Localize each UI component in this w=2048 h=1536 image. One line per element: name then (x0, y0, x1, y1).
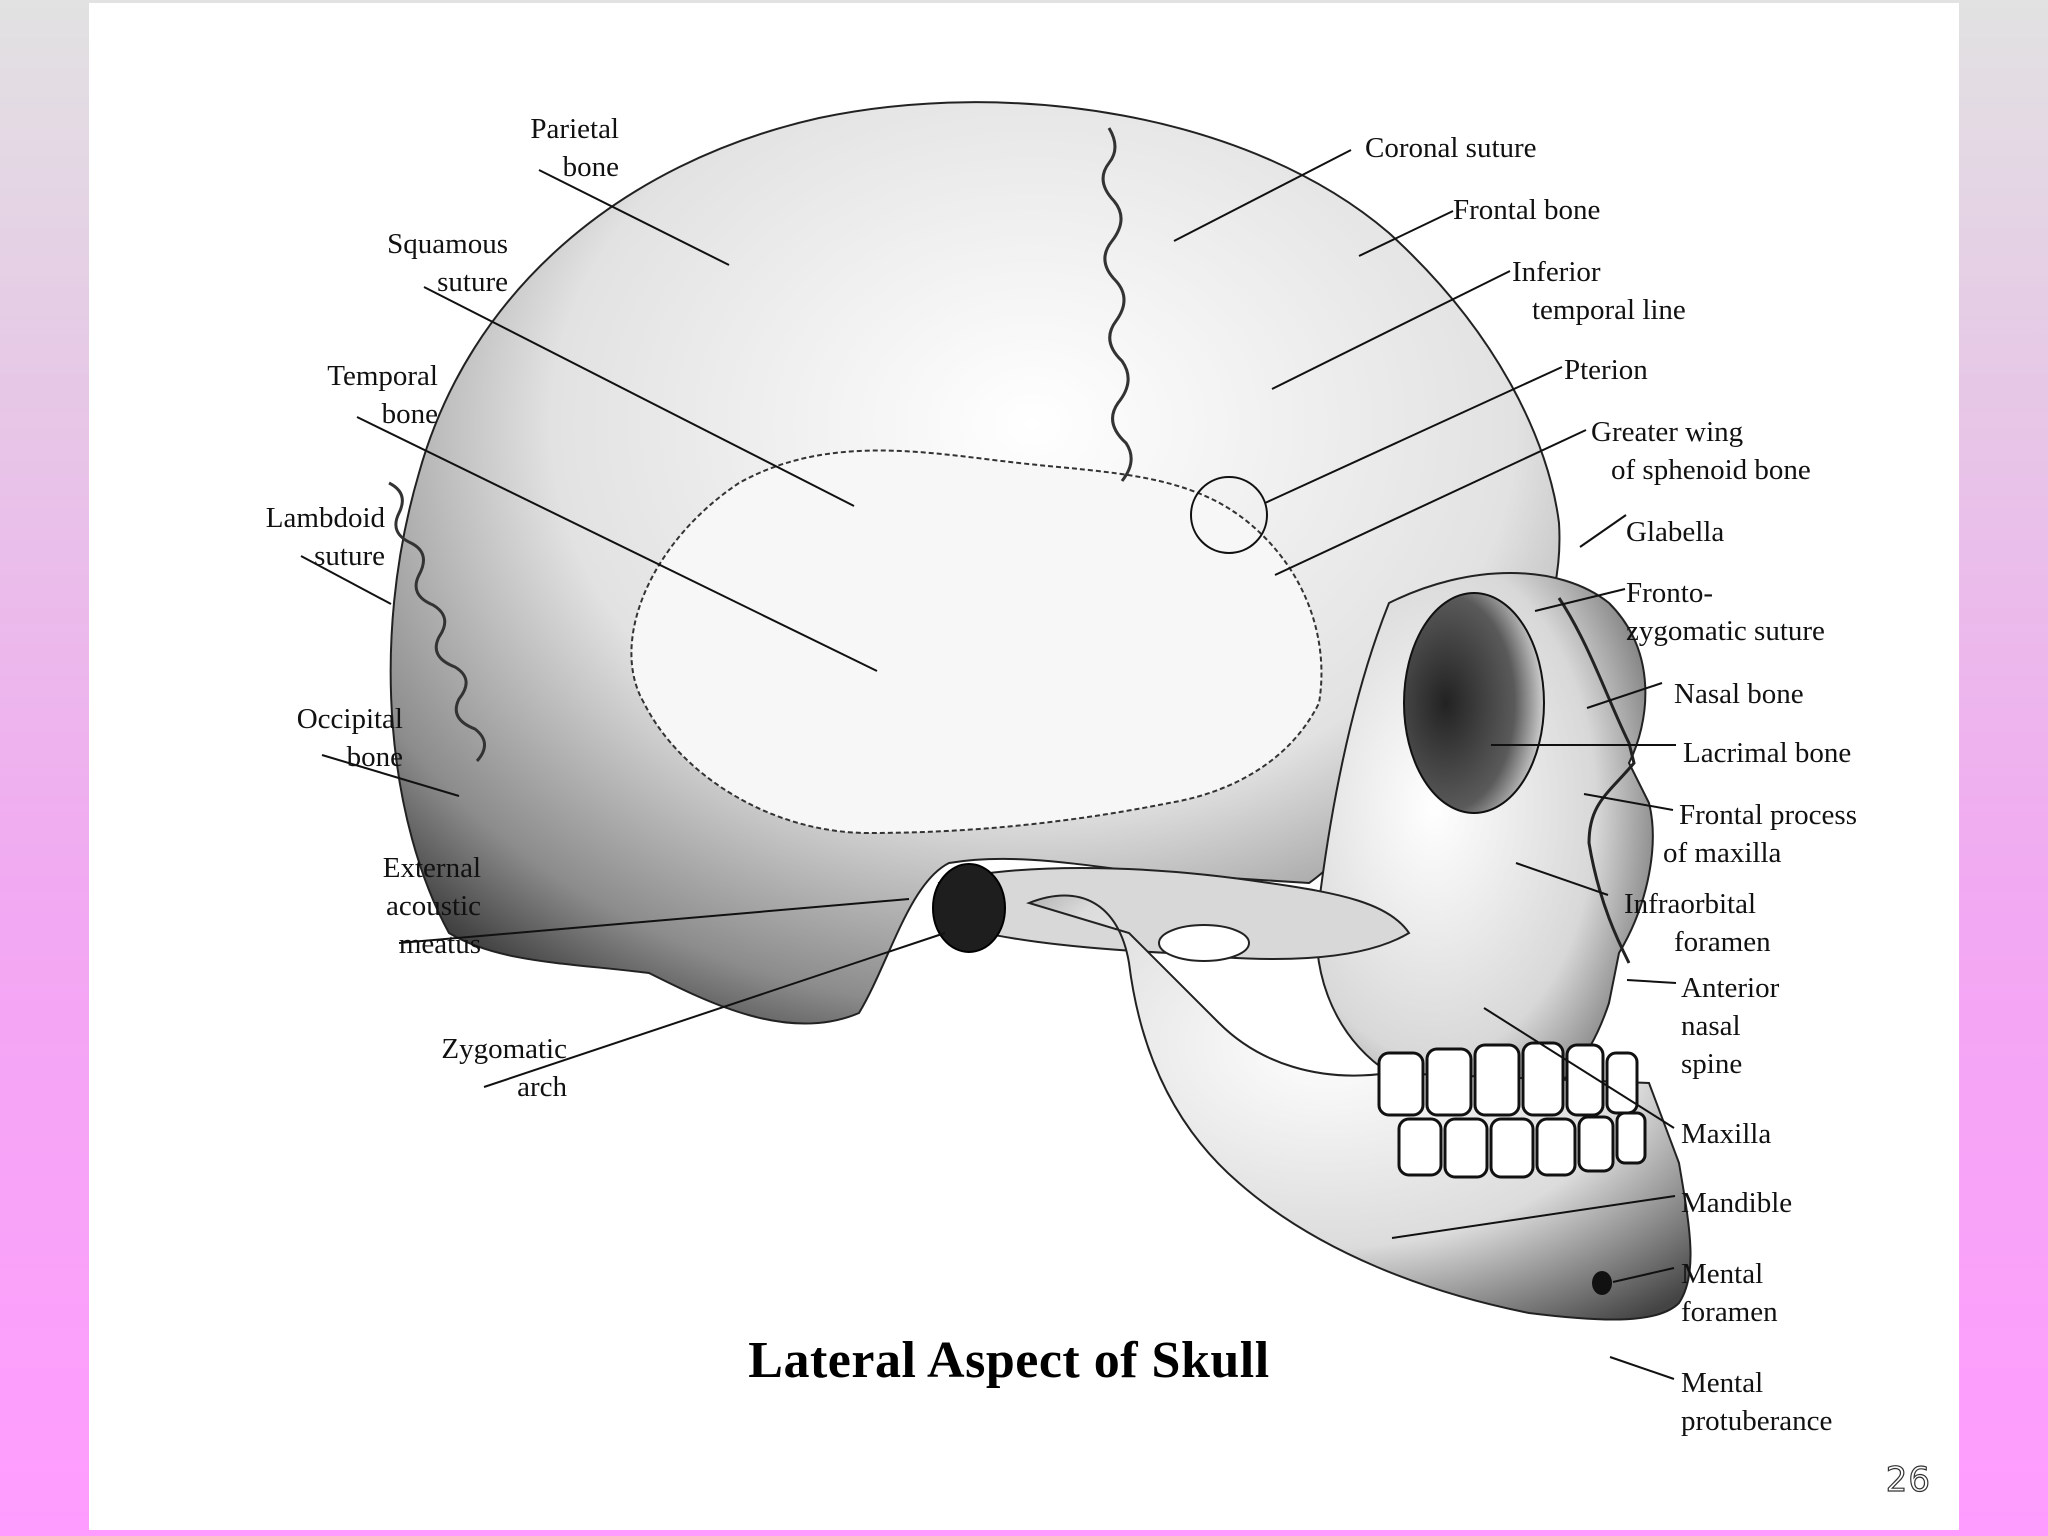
label-external-acoustic-meatus: External acoustic meatus (382, 852, 481, 960)
label-maxilla: Maxilla (1681, 1118, 1772, 1150)
label-zygomatic-arch: Zygomatic arch (441, 1033, 567, 1103)
teeth (1377, 1041, 1647, 1179)
page-number: 26 (1885, 1459, 1931, 1500)
nasal-profile (1557, 597, 1636, 964)
label-squamous-suture: Squamous suture (387, 228, 508, 298)
mandible-shape (1025, 894, 1692, 1321)
orbit (1403, 592, 1545, 814)
label-frontozygomatic-suture: Fronto- zygomatic suture (1626, 577, 1825, 647)
skull-diagram (300, 101, 1692, 1380)
label-temporal-bone: Temporal bone (327, 360, 438, 430)
label-greater-wing: Greater wing of sphenoid bone (1591, 416, 1811, 486)
label-coronal-suture: Coronal suture (1365, 132, 1537, 164)
acoustic-meatus (932, 863, 1006, 953)
label-frontal-bone: Frontal bone (1453, 194, 1601, 226)
label-infraorbital-foramen: Infraorbital foramen (1624, 888, 1771, 958)
label-inferior-temporal-line: Inferior temporal line (1512, 256, 1686, 326)
label-glabella: Glabella (1626, 516, 1725, 548)
mental-foramen-mark (1592, 1271, 1612, 1295)
label-mental-protuberance: Mental protuberance (1681, 1367, 1833, 1437)
label-parietal-bone: Parietal bone (530, 113, 619, 183)
label-occipital-bone: Occipital bone (296, 703, 403, 773)
label-pterion: Pterion (1564, 354, 1648, 386)
pterion-circle (1190, 476, 1268, 554)
label-anterior-nasal-spine: Anterior nasal spine (1681, 972, 1780, 1080)
slide: Parietal bone Squamous suture Temporal b… (89, 3, 1959, 1530)
coronal-suture-line (1101, 127, 1133, 482)
lambdoid-suture-line (388, 481, 486, 762)
zygomatic-arch-shape (937, 867, 1411, 960)
label-mental-foramen: Mental foramen (1681, 1258, 1778, 1328)
label-mandible: Mandible (1681, 1187, 1793, 1219)
diagram-title: Lateral Aspect of Skull (748, 1332, 1270, 1389)
label-frontal-process-maxilla: Frontal process of maxilla (1663, 799, 1857, 869)
label-lambdoid-suture: Lambdoid suture (265, 502, 385, 572)
mandibular-notch (1158, 924, 1250, 962)
label-lacrimal-bone: Lacrimal bone (1683, 737, 1852, 769)
label-nasal-bone: Nasal bone (1674, 678, 1804, 710)
temporal-squama (630, 449, 1323, 835)
leader-lines (300, 149, 1677, 1380)
face-shape (1315, 572, 1654, 1095)
